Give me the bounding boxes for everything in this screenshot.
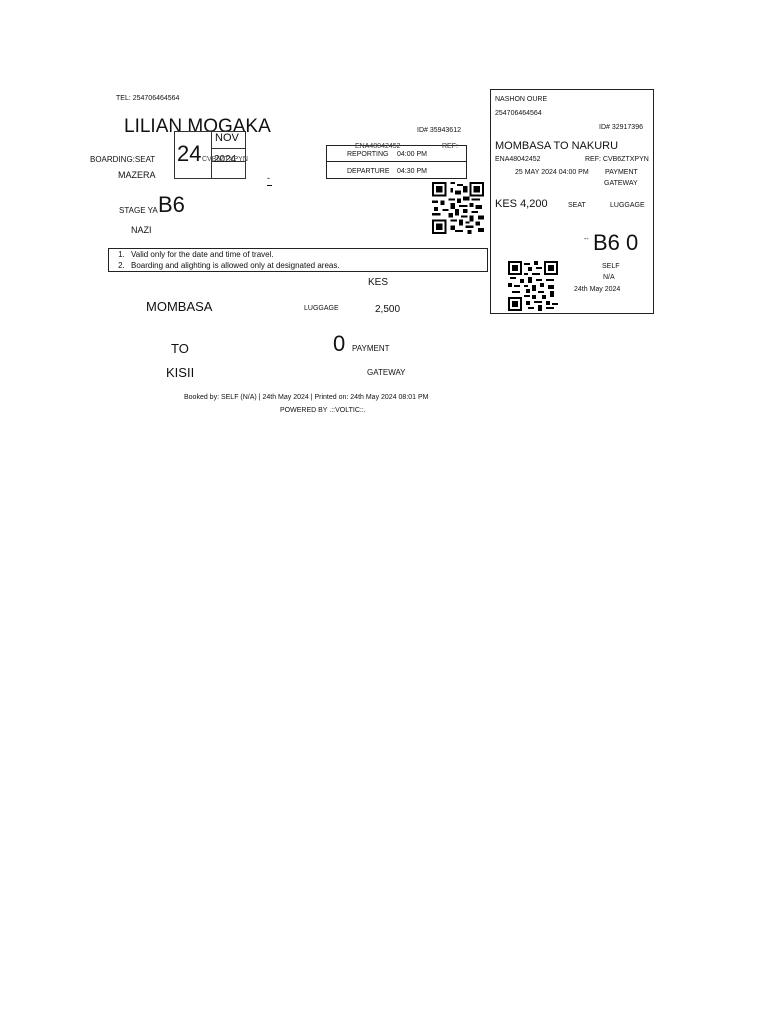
stage-label: STAGE YA <box>119 206 158 215</box>
stub-datetime: 25 MAY 2024 04:00 PM <box>515 169 589 176</box>
stub-booked-by: SELF <box>602 263 620 270</box>
boarding-label: BOARDING:SEAT <box>90 155 156 164</box>
terms-box: Valid only for the date and time of trav… <box>108 248 488 272</box>
stub-dash-mark: -- <box>584 236 589 243</box>
to-label: TO <box>171 341 189 356</box>
qr-code <box>432 182 484 234</box>
stub-seat-label: SEAT <box>568 202 586 209</box>
date-month: NOV <box>215 132 239 144</box>
stub-phone: 254706464564 <box>495 110 542 117</box>
date-day: 24 <box>177 141 202 166</box>
stub-id-number: ID# 32917396 <box>599 124 643 131</box>
dash-mark: - <box>267 173 270 183</box>
stage-value: NAZI <box>131 225 152 235</box>
terms-item: Boarding and alighting is allowed only a… <box>127 260 487 271</box>
gateway-label: GATEWAY <box>367 368 406 377</box>
footer-booking-info: Booked by: SELF (N/A) | 24th May 2024 | … <box>184 394 429 401</box>
luggage-label: LUGGAGE <box>304 305 339 312</box>
stub-fare: KES 4,200 <box>495 198 548 210</box>
ref-label: REF: <box>442 143 458 150</box>
date-year: 2024 <box>214 154 237 165</box>
destination-city: KISII <box>166 365 195 380</box>
stub-ref: REF: CVB6ZTXPYN <box>585 156 649 163</box>
departure-label: DEPARTURE <box>347 168 390 175</box>
terms-item: Valid only for the date and time of trav… <box>127 249 487 260</box>
phone-number: TEL: 254706464564 <box>116 95 180 102</box>
departure-time: 04:30 PM <box>397 168 427 175</box>
reporting-label: REPORTING <box>347 151 389 158</box>
stub-booked-date: 24th May 2024 <box>574 286 621 293</box>
footer-powered-by: POWERED BY .::VOLTIC::. <box>280 407 366 414</box>
stub-booking-code: ENA48042452 <box>495 156 541 163</box>
stub-luggage-label: LUGGAGE <box>610 202 645 209</box>
payment-label: PAYMENT <box>352 344 390 353</box>
stub-seat-number: B6 <box>593 230 620 255</box>
stub-passenger-name: NASHON OURE <box>495 96 548 103</box>
terms-list: Valid only for the date and time of trav… <box>109 249 487 271</box>
stub-booked-by-id: N/A <box>603 274 615 281</box>
stub-route: MOMBASA TO NAKURU <box>495 140 619 152</box>
seat-number: B6 <box>158 192 185 217</box>
underline-mark <box>267 185 272 186</box>
reporting-time: 04:00 PM <box>397 151 427 158</box>
stub-payment-label: PAYMENT <box>605 169 638 176</box>
boarding-code: CVB6ZTXPYN <box>202 156 248 163</box>
times-box <box>326 145 467 179</box>
stub-luggage-value: 0 <box>626 230 639 255</box>
date-block <box>174 131 246 179</box>
id-number: ID# 35943612 <box>417 127 461 134</box>
currency-label: KES <box>368 277 389 288</box>
origin-city: MOMBASA <box>146 299 213 314</box>
fare-amount: 2,500 <box>375 304 401 315</box>
booking-ref-code: ENA48042452 <box>355 143 401 150</box>
boarding-point: MAZERA <box>118 170 156 180</box>
stub-qr-code <box>507 260 559 312</box>
ticket-stub <box>490 89 654 314</box>
luggage-value: 0 <box>333 331 346 356</box>
stub-gateway-label: GATEWAY <box>604 180 638 187</box>
